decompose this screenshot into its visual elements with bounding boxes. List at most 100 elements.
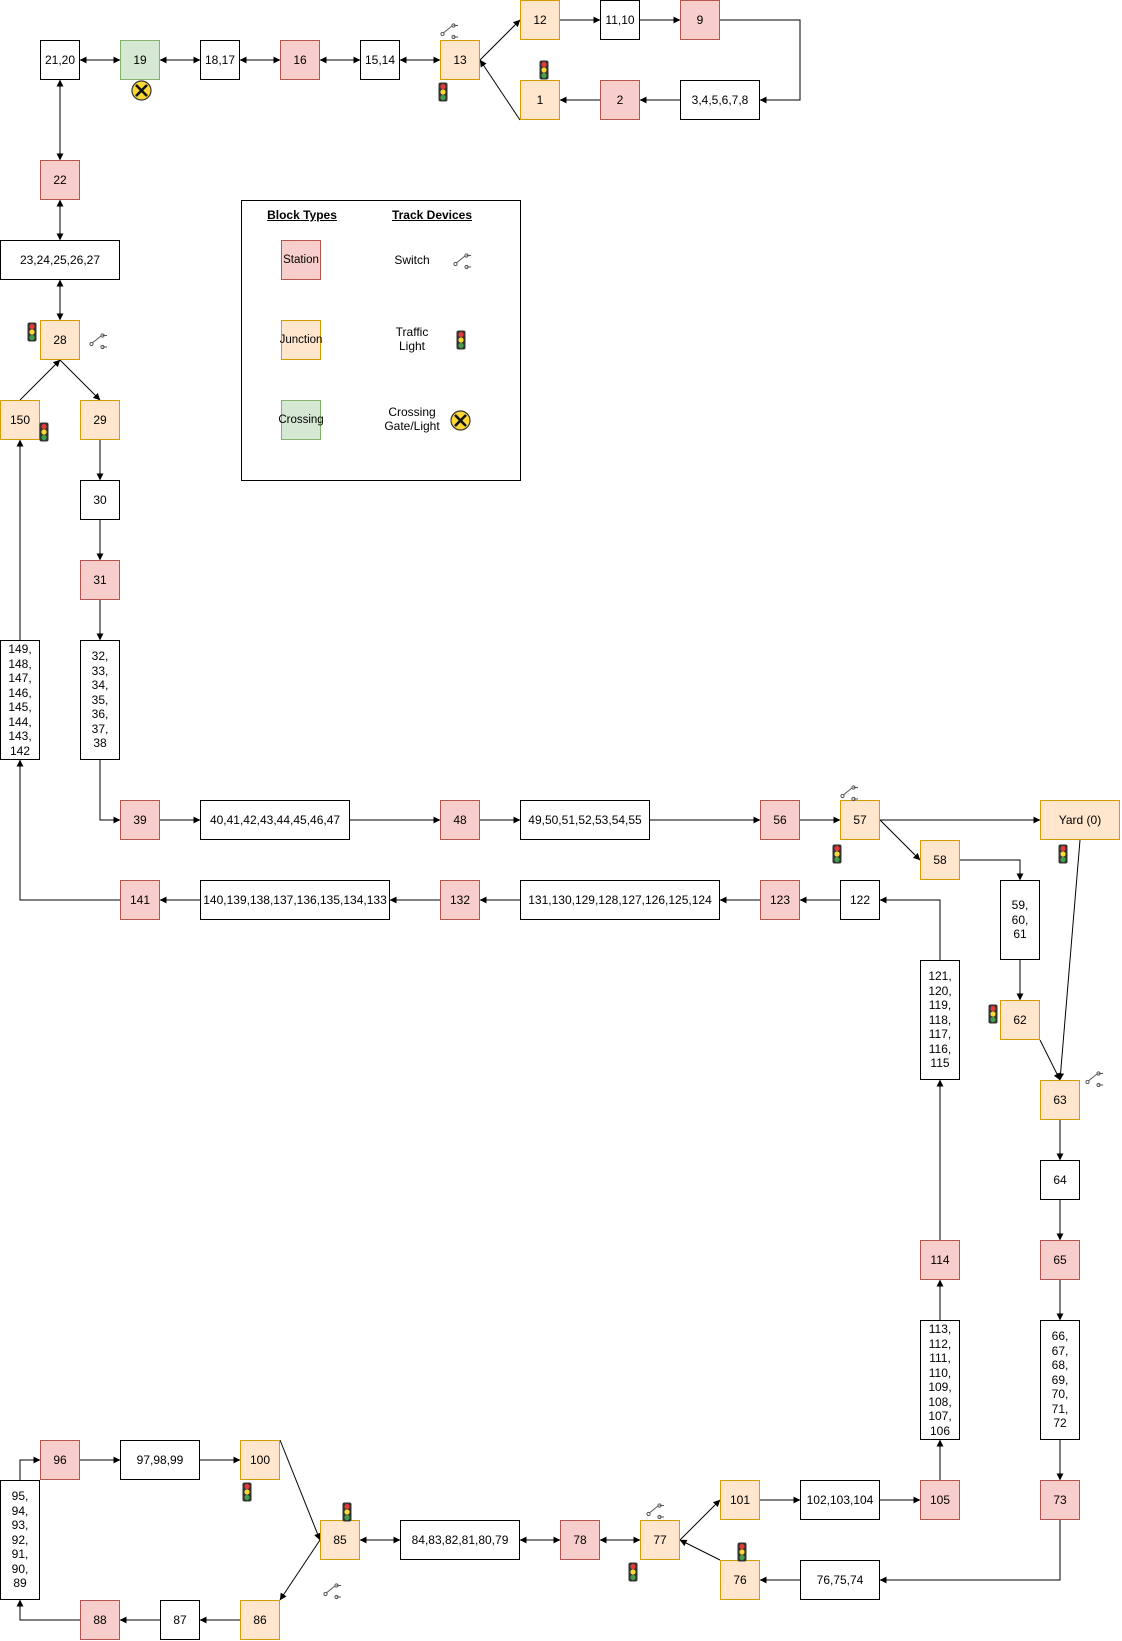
block-b16: 16	[280, 40, 320, 80]
block-b18-17: 18,17	[200, 40, 240, 80]
block-b65: 65	[1040, 1240, 1080, 1280]
switch-icon	[840, 782, 860, 807]
legend-station-swatch: Station	[281, 240, 321, 280]
block-b131-124: 131,130,129,128,127,126,125,124	[520, 880, 720, 920]
block-b22: 22	[40, 160, 80, 200]
block-b30: 30	[80, 480, 120, 520]
block-b39: 39	[120, 800, 160, 840]
connector-b58-to-b59-61	[960, 859, 1024, 881]
block-b140-133: 140,139,138,137,136,135,134,133	[200, 880, 390, 920]
traffic-light-icon	[342, 1502, 352, 1527]
block-b40-47: 40,41,42,43,44,45,46,47	[200, 800, 350, 840]
legend: Block Types Track Devices Station Juncti…	[241, 200, 521, 481]
block-b122: 122	[840, 880, 880, 920]
traffic-light-icon	[27, 322, 37, 347]
switch-icon	[453, 250, 473, 275]
block-b88: 88	[80, 1600, 120, 1640]
legend-track-devices-title: Track Devices	[391, 208, 473, 222]
block-b3-8: 3,4,5,6,7,8	[680, 80, 760, 120]
connector-b100-to-b85	[279, 1439, 321, 1541]
block-b58: 58	[920, 840, 960, 880]
block-b9: 9	[680, 0, 720, 40]
block-b85: 85	[320, 1520, 360, 1560]
traffic-light-icon	[438, 82, 448, 107]
block-b76-74: 76,75,74	[800, 1560, 880, 1600]
block-b49-55: 49,50,51,52,53,54,55	[520, 800, 650, 840]
block-b57: 57	[840, 800, 880, 840]
legend-crossing-swatch: Crossing	[278, 400, 324, 440]
traffic-light-icon	[737, 1542, 747, 1567]
connector-b121-115-to-b122	[879, 896, 941, 960]
block-b132: 132	[440, 880, 480, 920]
block-b73: 73	[1040, 1480, 1080, 1520]
switch-icon	[440, 20, 460, 45]
block-b113-106: 113, 112, 111, 110, 109, 108, 107, 106	[920, 1320, 960, 1440]
legend-traffic-light-label: Traffic Light	[395, 325, 429, 353]
connector-b88-to-b95-89	[16, 1599, 80, 1621]
block-b66-72: 66, 67, 68, 69, 70, 71, 72	[1040, 1320, 1080, 1440]
block-b59-61: 59, 60, 61	[1000, 880, 1040, 960]
block-b121-115: 121, 120, 119, 118, 117, 116, 115	[920, 960, 960, 1080]
legend-junction-swatch: Junction	[280, 320, 322, 360]
block-b64: 64	[1040, 1160, 1080, 1200]
traffic-light-icon	[1058, 844, 1068, 869]
block-b95-89: 95, 94, 93, 92, 91, 90, 89	[0, 1480, 40, 1600]
block-b78: 78	[560, 1520, 600, 1560]
block-b86: 86	[240, 1600, 280, 1640]
traffic-light-icon	[39, 422, 49, 447]
block-b12: 12	[520, 0, 560, 40]
connector-b85-to-b86	[279, 1539, 321, 1601]
traffic-light-icon	[539, 60, 549, 85]
block-b23-27: 23,24,25,26,27	[0, 240, 120, 280]
block-b29: 29	[80, 400, 120, 440]
connector-b9-to-b3-8	[720, 19, 801, 104]
legend-switch-label: Switch	[394, 253, 430, 267]
connector-b57-to-b58	[879, 819, 921, 861]
connector-b76-to-b77	[679, 1539, 721, 1561]
block-b87: 87	[160, 1600, 200, 1640]
block-b114: 114	[920, 1240, 960, 1280]
block-b13: 13	[440, 40, 480, 80]
connector-b32-38-to-b39	[99, 760, 121, 824]
legend-crossing-gate-label: Crossing Gate/Light	[384, 405, 440, 433]
block-b76: 76	[720, 1560, 760, 1600]
connector-b62-to-b63	[1039, 1039, 1061, 1081]
block-b105: 105	[920, 1480, 960, 1520]
block-b15-14: 15,14	[360, 40, 400, 80]
crossing-gate-icon	[131, 80, 152, 106]
block-b1: 1	[520, 80, 560, 120]
switch-icon	[323, 1580, 343, 1605]
traffic-light-icon	[456, 330, 466, 355]
connector-b73-to-b76-74	[879, 1520, 1061, 1584]
connector-byard-to-b63	[1057, 839, 1081, 1081]
connector-b141-to-b149-142	[16, 759, 120, 901]
legend-block-types-title: Block Types	[267, 208, 337, 222]
crossing-gate-icon	[450, 410, 471, 436]
block-b2: 2	[600, 80, 640, 120]
block-b21-20: 21,20	[40, 40, 80, 80]
block-b31: 31	[80, 560, 120, 600]
block-b28: 28	[40, 320, 80, 360]
switch-icon	[646, 1500, 666, 1525]
connector-b77-to-b101	[679, 1499, 721, 1541]
block-b11-10: 11,10	[600, 0, 640, 40]
traffic-light-icon	[988, 1004, 998, 1029]
block-b56: 56	[760, 800, 800, 840]
block-b101: 101	[720, 1480, 760, 1520]
block-b96: 96	[40, 1440, 80, 1480]
block-b77: 77	[640, 1520, 680, 1560]
block-b48: 48	[440, 800, 480, 840]
connector-b150-to-b28	[19, 359, 61, 401]
connector-b1-to-b13	[479, 59, 521, 121]
connector-b95-89-to-b96	[19, 1456, 41, 1480]
traffic-light-icon	[628, 1562, 638, 1587]
block-b63: 63	[1040, 1080, 1080, 1120]
traffic-light-icon	[832, 844, 842, 869]
block-b62: 62	[1000, 1000, 1040, 1040]
block-b102-104: 102,103,104	[800, 1480, 880, 1520]
block-b100: 100	[240, 1440, 280, 1480]
block-b84-79: 84,83,82,81,80,79	[400, 1520, 520, 1560]
block-b141: 141	[120, 880, 160, 920]
switch-icon	[89, 330, 109, 355]
connector-b13-to-b12	[479, 19, 521, 61]
